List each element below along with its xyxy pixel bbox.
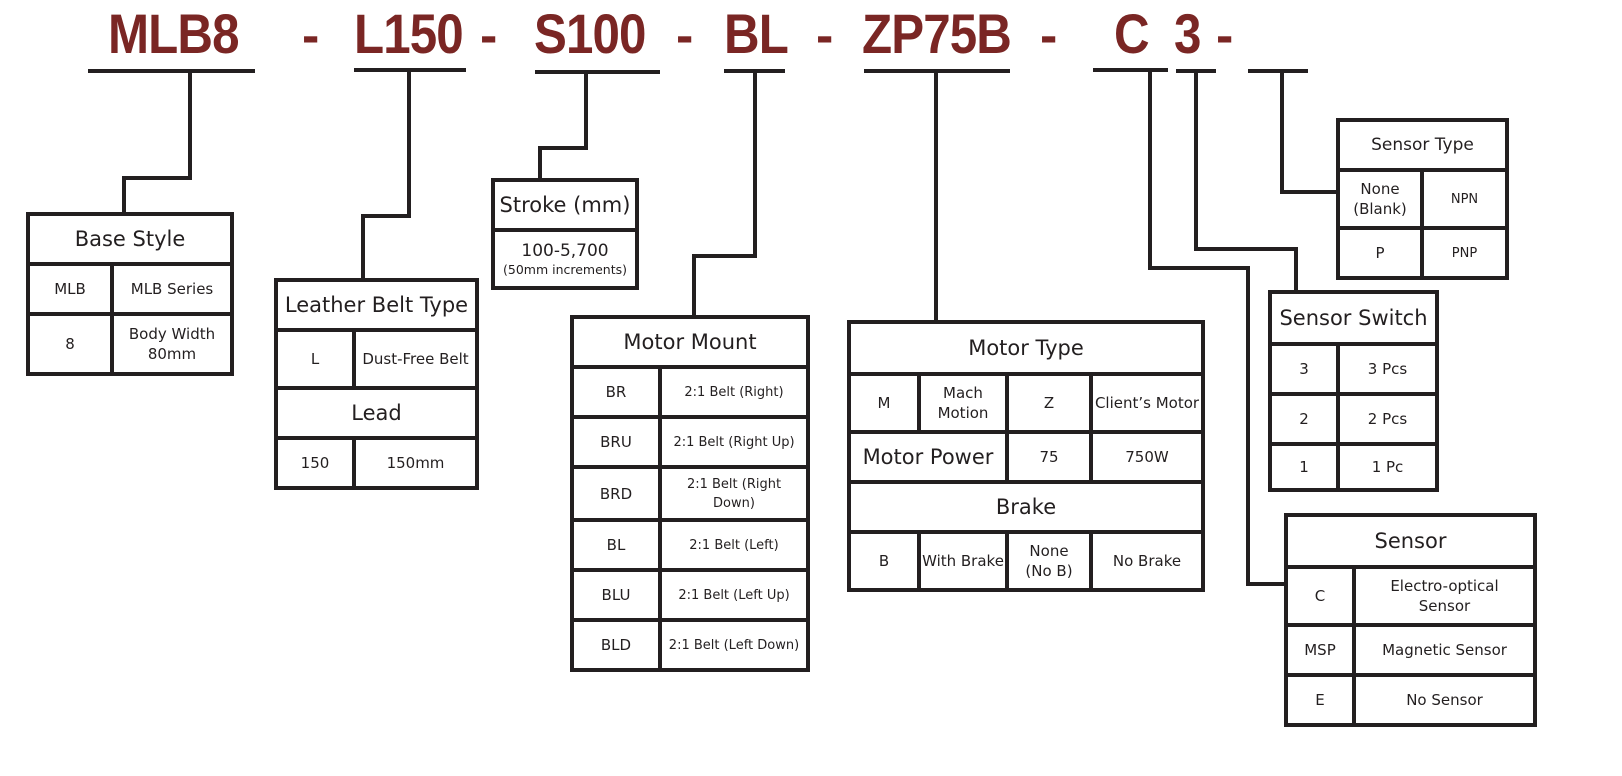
connector-base [122, 69, 192, 216]
table-title: Base Style [26, 212, 234, 266]
code-sensor-switch: 3 [1174, 2, 1201, 65]
option-code: E [1284, 673, 1356, 727]
connector-belt [361, 68, 411, 282]
table-title: Sensor [1284, 513, 1537, 569]
option-desc: 2:1 Belt (Right Down) [658, 465, 810, 522]
option-desc: PNP [1420, 226, 1509, 280]
option-code: BLU [570, 568, 662, 622]
option-desc: 3 Pcs [1336, 342, 1439, 396]
option-code: M [847, 372, 921, 434]
option-code: 75 [1005, 430, 1093, 484]
stroke-range-cell: 100-5,700 (50mm increments) [491, 228, 639, 290]
option-code: L [274, 328, 356, 390]
option-desc: 2:1 Belt (Right) [658, 365, 810, 419]
connector-switch [1194, 69, 1298, 294]
option-desc: No Brake [1089, 530, 1205, 592]
option-code: C [1284, 565, 1356, 627]
connector-stroke [538, 70, 588, 182]
option-code: BLD [570, 618, 662, 672]
option-code: BRU [570, 415, 662, 469]
option-code: BRD [570, 465, 662, 522]
option-desc: No Sensor [1352, 673, 1537, 727]
option-code: 8 [26, 312, 114, 376]
code-motor-mount: BL [724, 2, 789, 65]
code-sensor: C [1114, 2, 1150, 65]
option-code: B [847, 530, 921, 592]
motor-power-title: Motor Power [847, 430, 1009, 484]
connector-sensor-type [1280, 69, 1340, 194]
option-desc: Client’s Motor [1089, 372, 1205, 434]
stroke-range: 100-5,700 [521, 241, 609, 261]
motor-type-title: Motor Type [847, 320, 1205, 376]
option-desc: NPN [1420, 168, 1509, 230]
option-code: MLB [26, 262, 114, 316]
connector-sensor [1148, 68, 1288, 586]
separator: - [480, 7, 498, 65]
separator: - [1216, 7, 1234, 65]
option-code: P [1336, 226, 1424, 280]
separator: - [816, 7, 834, 65]
option-code: BR [570, 365, 662, 419]
option-code: None (No B) [1005, 530, 1093, 592]
option-code: 150 [274, 436, 356, 490]
separator: - [676, 7, 694, 65]
stroke-table: Stroke (mm) 100-5,700 (50mm increments) [491, 178, 639, 290]
option-desc: Electro-optical Sensor [1352, 565, 1537, 627]
option-desc: Mach Motion [917, 372, 1009, 434]
option-desc: Dust-Free Belt [352, 328, 479, 390]
option-desc: 750W [1089, 430, 1205, 484]
table-title: Sensor Type [1336, 118, 1509, 172]
code-base-style: MLB8 [108, 2, 240, 65]
table-title: Sensor Switch [1268, 290, 1439, 346]
option-code: BL [570, 518, 662, 572]
option-desc: Magnetic Sensor [1352, 623, 1537, 677]
code-motor: ZP75B [862, 2, 1012, 65]
table-title: Leather Belt Type [274, 278, 479, 332]
stroke-note: (50mm increments) [502, 262, 627, 277]
option-desc: 2 Pcs [1336, 392, 1439, 446]
option-code: None (Blank) [1336, 168, 1424, 230]
option-code: 3 [1268, 342, 1340, 396]
table-title: Stroke (mm) [491, 178, 639, 232]
brake-title: Brake [847, 480, 1205, 534]
code-belt-lead: L150 [354, 2, 464, 65]
code-stroke: S100 [534, 2, 646, 65]
lead-title: Lead [274, 386, 479, 440]
connector-mount [692, 69, 757, 319]
option-desc: 1 Pc [1336, 442, 1439, 492]
separator: - [302, 7, 320, 65]
option-desc: MLB Series [110, 262, 234, 316]
option-desc: 2:1 Belt (Left Up) [658, 568, 810, 622]
option-desc: 2:1 Belt (Left) [658, 518, 810, 572]
option-desc: 2:1 Belt (Left Down) [658, 618, 810, 672]
option-desc: 2:1 Belt (Right Up) [658, 415, 810, 469]
motor-table: Motor Type M Mach Motion Z Client’s Moto… [847, 320, 1205, 592]
table-title: Motor Mount [570, 315, 810, 369]
option-code: MSP [1284, 623, 1356, 677]
option-desc: With Brake [917, 530, 1009, 592]
option-desc: Body Width 80mm [110, 312, 234, 376]
option-desc: 150mm [352, 436, 479, 490]
separator: - [1040, 7, 1058, 65]
option-code: Z [1005, 372, 1093, 434]
option-code: 1 [1268, 442, 1340, 492]
option-code: 2 [1268, 392, 1340, 446]
